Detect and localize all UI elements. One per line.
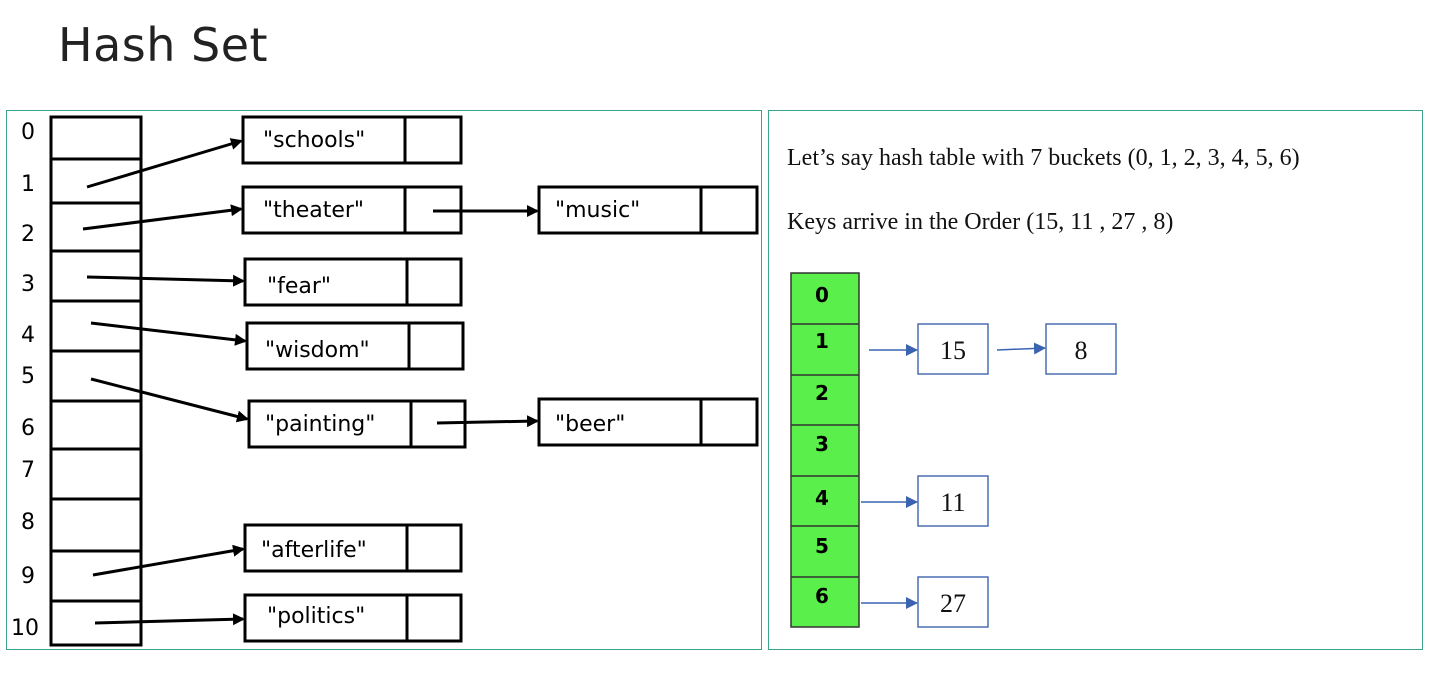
key-label-11: 11 (940, 488, 965, 517)
index-label-3: 3 (21, 272, 35, 297)
bucket-label-6: 6 (815, 584, 829, 608)
bucket-label-2: 2 (815, 381, 829, 405)
description-line-1: Let’s say hash table with 7 buckets (0, … (787, 145, 1300, 171)
key-label-8: 8 (1075, 336, 1088, 365)
key-box-11 (917, 475, 989, 527)
index-label-6: 6 (21, 416, 35, 441)
bucket-label-0: 0 (815, 283, 829, 307)
page-title: Hash Set (58, 18, 269, 72)
arrow-1-schools (86, 138, 243, 189)
node-beer (537, 397, 759, 447)
node-politics (243, 593, 463, 643)
node-label-theater: "theater" (263, 198, 364, 223)
bucket-example-diagram: Let’s say hash table with 7 buckets (0, … (768, 110, 1423, 650)
key-label-27: 27 (940, 589, 966, 618)
node-afterlife (243, 523, 463, 573)
index-label-5: 5 (21, 364, 35, 389)
hash-set-svg: 0 1 2 3 4 5 6 7 8 9 10 (11, 115, 759, 647)
key-box-27 (917, 576, 989, 628)
bucket-label-1: 1 (815, 329, 829, 353)
node-painting (247, 399, 467, 449)
index-label-7: 7 (21, 458, 35, 483)
bucket-array (49, 115, 143, 647)
arrow-2-theater (82, 204, 243, 231)
key-box-15 (917, 323, 989, 375)
index-label-8: 8 (21, 510, 35, 535)
hash-set-diagram: 0 1 2 3 4 5 6 7 8 9 10 (6, 110, 762, 650)
bucket-label-5: 5 (815, 534, 829, 558)
key-label-15: 15 (940, 336, 966, 365)
bucket-label-4: 4 (815, 486, 829, 510)
description-line-2: Keys arrive in the Order (15, 11 , 27 , … (787, 209, 1173, 235)
bucket-example-svg: Let’s say hash table with 7 buckets (0, … (787, 145, 1300, 628)
node-label-fear: "fear" (267, 274, 331, 299)
node-fear (243, 257, 463, 307)
node-wisdom (245, 321, 465, 371)
node-label-wisdom: "wisdom" (265, 338, 370, 363)
node-label-afterlife: "afterlife" (261, 538, 367, 563)
index-label-1: 1 (21, 172, 35, 197)
arrow-3-fear (86, 274, 245, 287)
node-label-painting: "painting" (265, 412, 375, 437)
bucket-label-3: 3 (815, 432, 829, 456)
arrow-4-wisdom (90, 321, 247, 346)
index-label-10: 10 (11, 616, 39, 641)
arrow-painting-beer (436, 415, 539, 428)
arrow-10-politics (94, 613, 245, 626)
node-label-music: "music" (555, 198, 640, 223)
arrow-5-painting (90, 377, 249, 423)
index-label-9: 9 (21, 564, 35, 589)
node-music (537, 185, 759, 235)
index-label-0: 0 (21, 120, 35, 145)
node-schools (241, 115, 463, 165)
bucket-column (790, 272, 860, 628)
arrow-15-8 (996, 342, 1046, 355)
index-label-2: 2 (21, 222, 35, 247)
index-label-4: 4 (21, 323, 35, 348)
node-label-politics: "politics" (267, 604, 365, 629)
arrow-9-afterlife (92, 544, 245, 577)
key-box-8 (1045, 323, 1117, 375)
node-label-beer: "beer" (555, 412, 625, 437)
node-label-schools: "schools" (263, 128, 365, 153)
